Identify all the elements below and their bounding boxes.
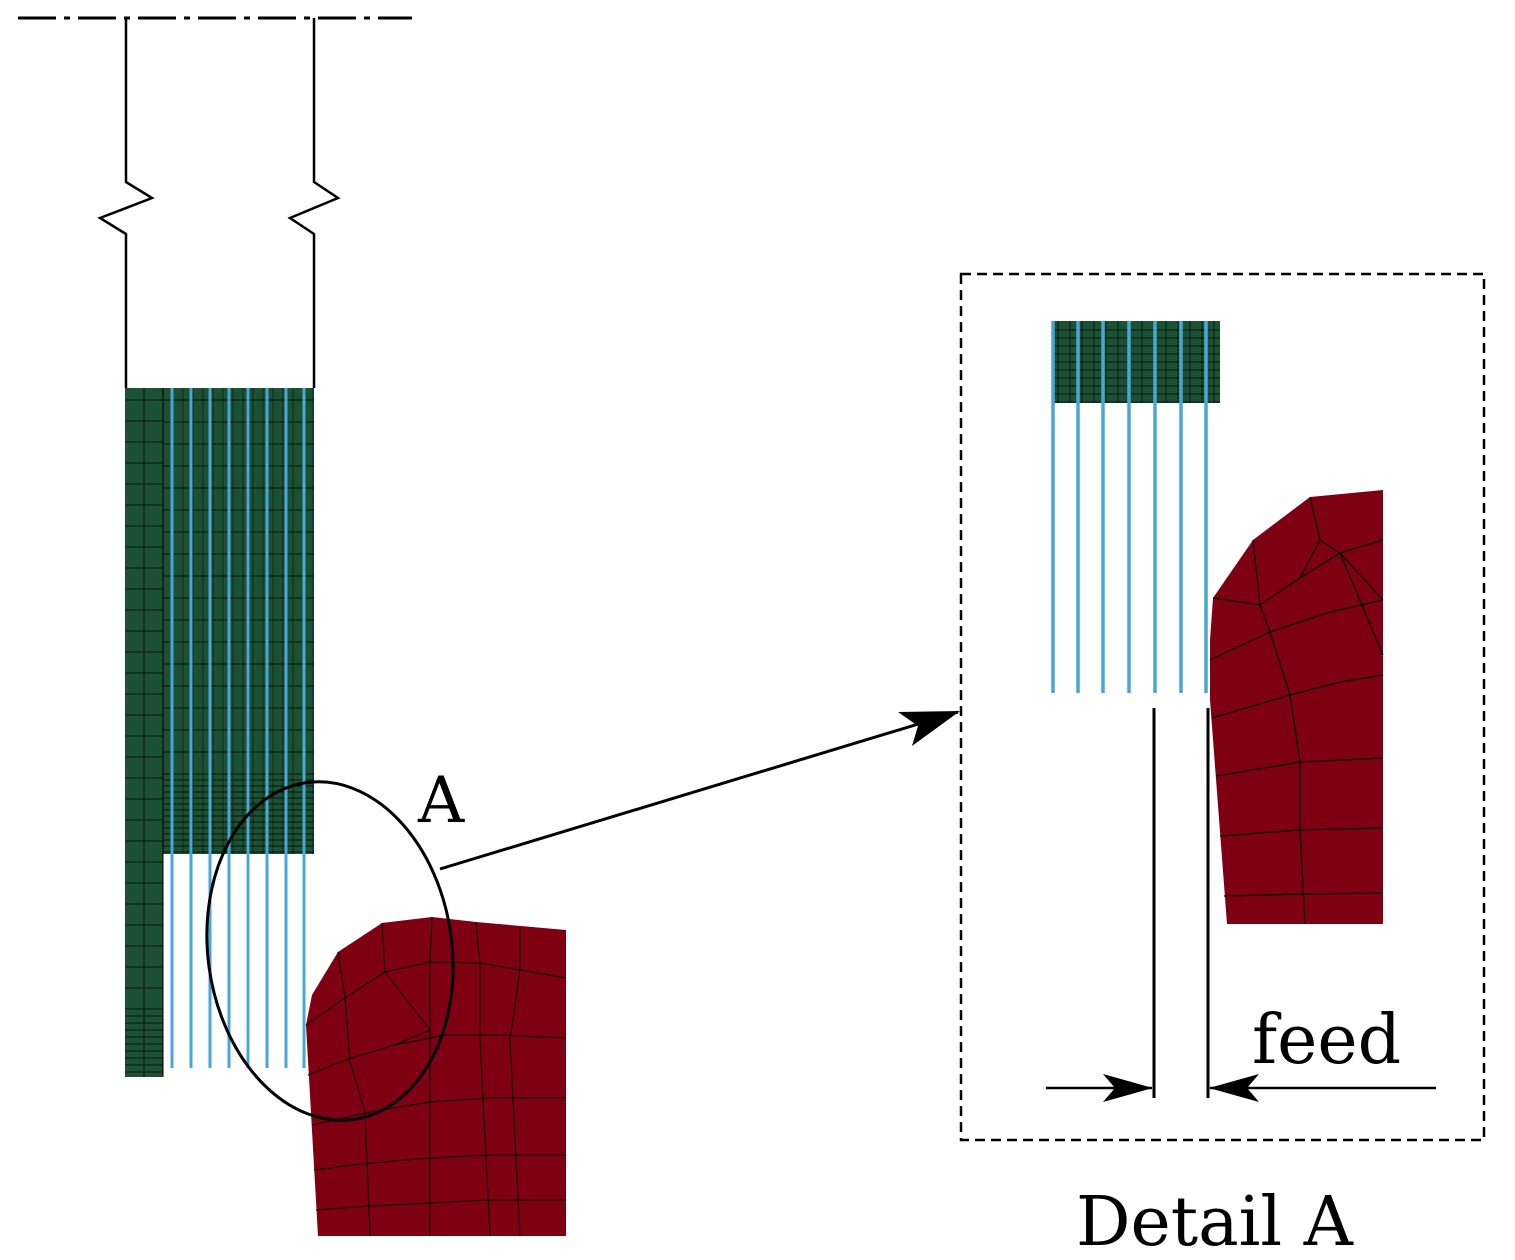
callout-label: A bbox=[417, 764, 465, 838]
feed-label: feed bbox=[1252, 1001, 1401, 1080]
detail-leader-arrow bbox=[439, 710, 959, 871]
detail-fiber-lines bbox=[1051, 321, 1208, 693]
feed-arrowhead-left bbox=[1103, 1074, 1153, 1102]
feed-arrowhead-right bbox=[1209, 1074, 1259, 1102]
detail-cutting-tool-mesh bbox=[1209, 490, 1384, 925]
fiber-matrix-mesh bbox=[125, 388, 314, 1077]
workpiece-break-outline-right bbox=[287, 18, 341, 388]
detail-box bbox=[959, 272, 1486, 1142]
workpiece-break-outline-left bbox=[97, 18, 155, 388]
cutting-tool-mesh bbox=[305, 916, 567, 1237]
detail-callout-ellipse bbox=[205, 780, 455, 1122]
fiber-lines bbox=[170, 388, 306, 1068]
detail-leader-arrowhead bbox=[898, 711, 960, 746]
detail-title: Detail A bbox=[1076, 1183, 1354, 1260]
detail-fiber-matrix-mesh bbox=[1052, 321, 1220, 403]
